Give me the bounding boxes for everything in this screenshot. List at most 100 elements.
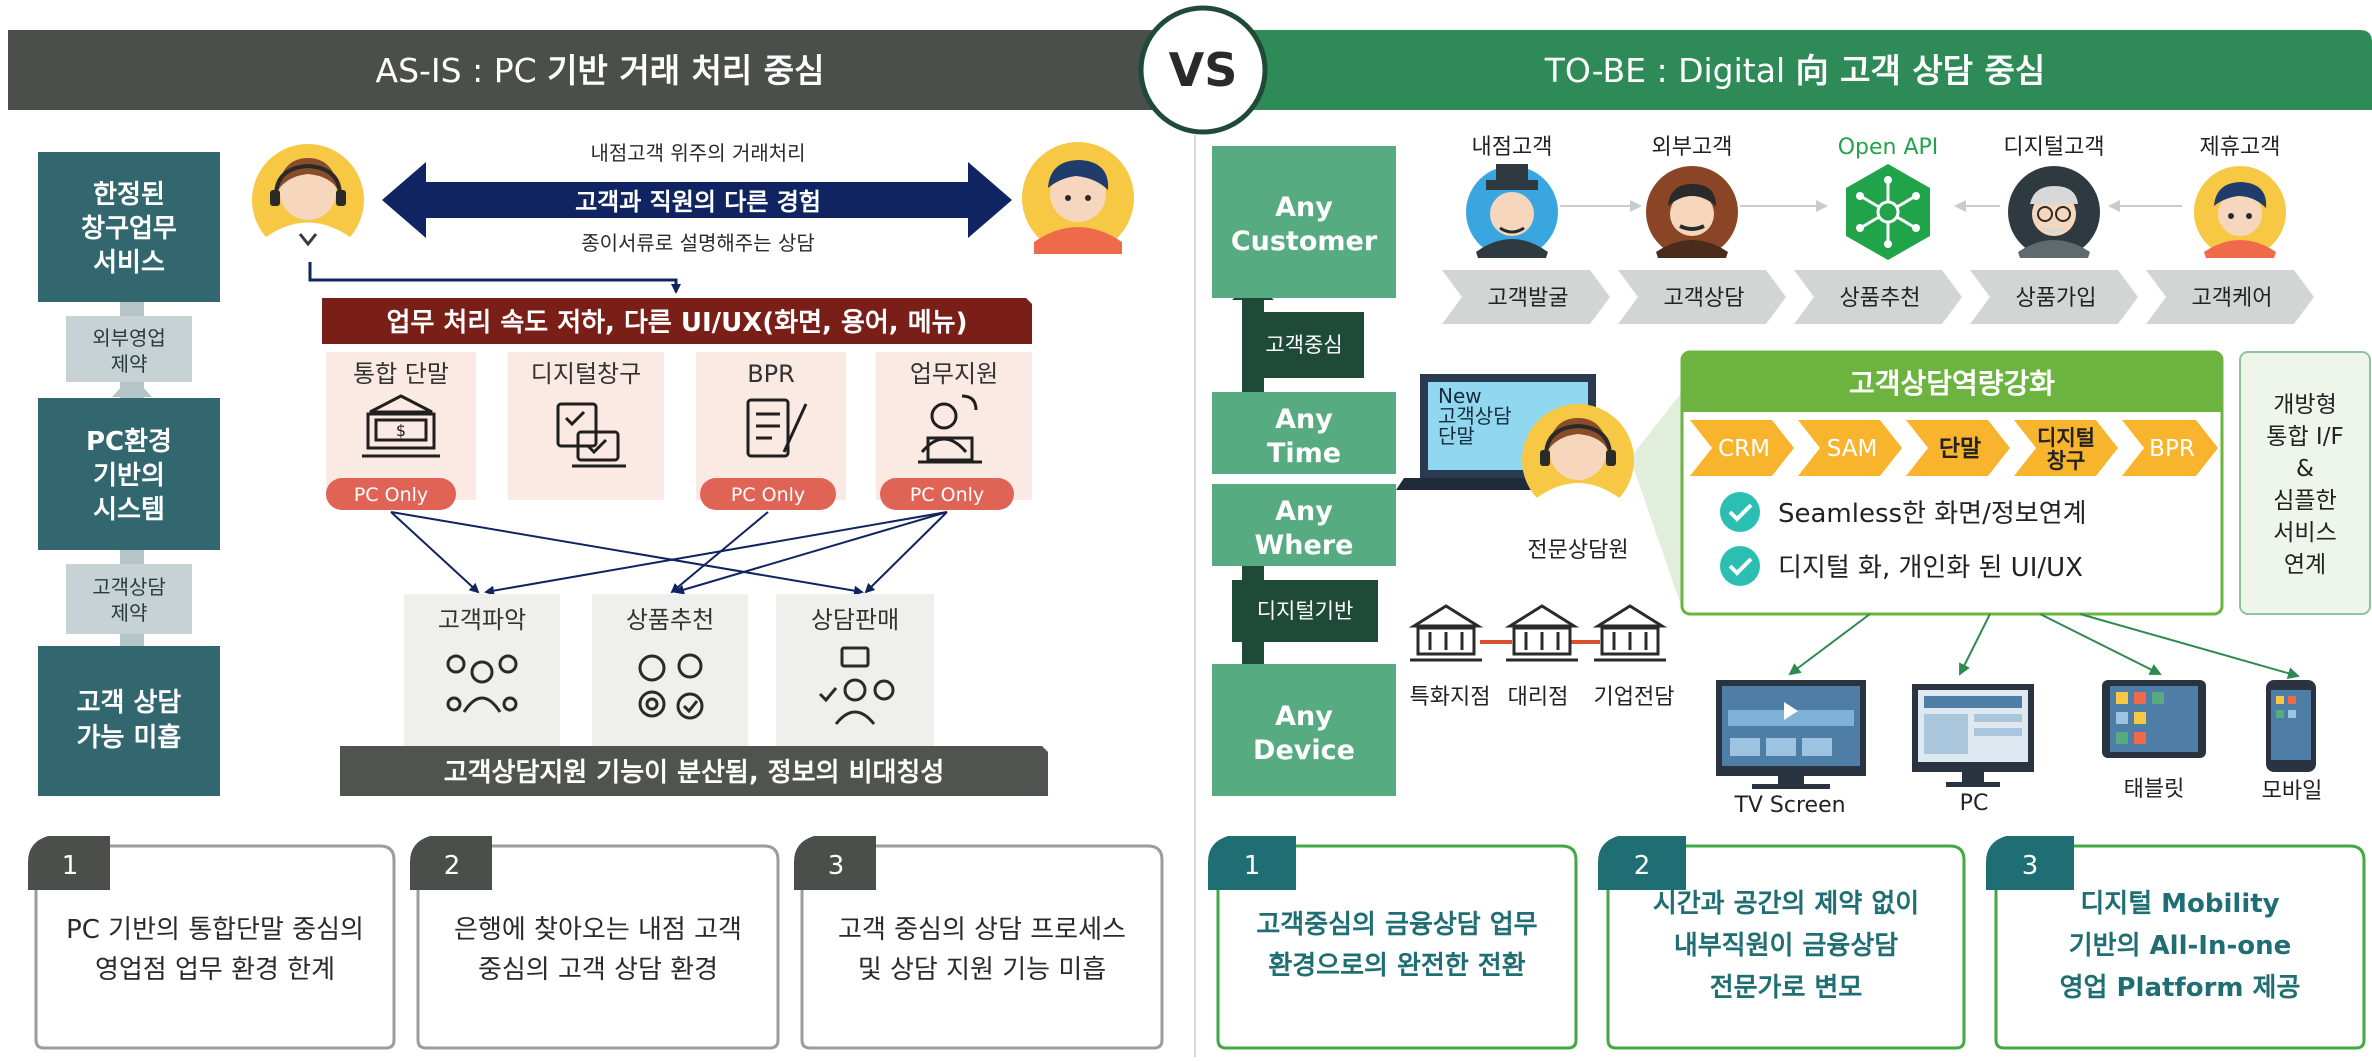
card-line: 디지털 Mobility [2080,889,2279,919]
svg-text:연계: 연계 [2284,552,2326,578]
process-chevron [1442,270,1610,324]
any-connector-label: 디지털기반 [1257,599,1354,623]
device-connect-lines [1788,613,2300,680]
customer-label: 외부고객 [1652,135,1733,160]
card-number: 2 [1634,851,1651,881]
chevron-line: 단말 [1939,436,1981,462]
open-integration-box: 개방형 통합 I/F & 심플한 서비스 연계 [2239,351,2371,615]
connector-line: 외부영업 [92,326,166,350]
asis-left-connector [66,316,192,382]
pc-only-text: PC Only [354,484,428,506]
card-number: 2 [444,851,461,881]
svg-text:AS-IS : PC 기반 거래 처리 중심: AS-IS : PC 기반 거래 처리 중심 [376,51,825,90]
chevron-line: CRM [1718,436,1770,462]
device-mobile: 모바일 [2262,680,2322,804]
left-box-line: 창구업무 [81,214,177,244]
arrow-mid-text: 고객과 직원의 다른 경험 [575,188,821,216]
support-agent-icon [918,394,982,464]
laptop-line: 단말 [1438,424,1475,448]
pc-only-text: PC Only [910,484,984,506]
asis-header-bold: 기반 거래 처리 중심 [547,51,824,90]
any-line: Device [1253,735,1355,766]
capability-callout-fan [1630,392,1682,608]
svg-text:CRM: CRM [1718,436,1770,462]
employee-to-banner-line [308,262,681,294]
open-box-line: 통합 I/F [2266,424,2343,450]
mobile-icon [2266,680,2316,772]
tobe-summary-card: 2 시간과 공간의 제약 없이 내부직원이 금융상담 전문가로 변모 [1598,836,1966,1050]
open-box-line: 개방형 [2273,392,2336,418]
capability-box: 고객상담역량강화 CRM SAM 단말 디지털 창구 BPR Seamless한… [1680,350,2224,616]
tobe-header: TO-BE : Digital 向 고객 상담 중심 [1190,30,2372,110]
card-line: 영업점 업무 환경 한계 [95,955,335,985]
connector-line: 고객상담 [92,575,166,599]
svg-text:통합 I/F: 통합 I/F [2266,424,2343,450]
pc-only-text: PC Only [731,484,805,506]
left-box-line: 고객 상담 [77,688,182,718]
card-number: 3 [2022,851,2039,881]
card-line: 고객 중심의 상담 프로세스 [838,915,1126,945]
chevron-line: BPR [2149,436,2195,462]
card-line: 시간과 공간의 제약 없이 [1653,889,1919,919]
chevron-line: 디지털 [2037,426,2095,450]
connector-line: 제약 [111,601,148,625]
svg-text:Any: Any [1275,701,1333,732]
svg-text:Any: Any [1275,496,1333,527]
asis-left-box [38,646,220,796]
function-label: 상담판매 [811,606,899,634]
process-label: 상품추천 [1840,286,1921,311]
bank-terminal-icon: $ [362,394,440,458]
svg-text:Any: Any [1275,192,1333,223]
bank-building-icon [1592,604,1668,662]
bank-building-icon [1504,604,1580,662]
card-line: 내부직원이 금융상담 [1674,931,1898,961]
card-line: 기반의 All-In-one [2069,931,2292,961]
vs-badge: VS [1138,5,1268,135]
any-connector [1232,580,1378,642]
device-tablet: 태블릿 [2102,680,2206,802]
tobe-any-column: Any Customer 고객중심 Any Time Any Where 디지털… [1212,146,1396,796]
laptop-line: New [1438,384,1482,408]
svg-text:Any: Any [1275,404,1333,435]
customer-analysis-icon [446,654,518,713]
asis-left-box [38,152,220,302]
tobe-header-bold: 向 고객 상담 중심 [1796,51,2046,90]
svg-text:창구: 창구 [2047,449,2086,473]
device-label: TV Screen [1733,793,1845,818]
asis-experience-arrow: 고객과 직원의 다른 경험 [382,162,1012,238]
branch-label: 기업전담 [1594,685,1675,710]
any-box [1212,484,1396,566]
tobe-customer: 제휴고객 [2194,135,2286,258]
svg-text:가능 미흡: 가능 미흡 [77,723,182,753]
any-line: Any [1275,192,1333,223]
process-chevron [1970,270,2138,324]
vs-label: VS [1169,43,1238,97]
customer-label: 디지털고객 [2003,135,2104,160]
pc-only-badge [326,478,456,510]
svg-text:기반의: 기반의 [93,461,165,491]
svg-text:제약: 제약 [111,601,148,625]
branch-label: 특화지점 [1410,685,1491,710]
consult-sales-icon [818,646,895,725]
svg-text:시스템: 시스템 [93,495,165,525]
device-tv: TV Screen [1716,680,1866,818]
red-banner-text: 업무 처리 속도 저하, 다른 UI/UX(화면, 용어, 메뉴) [387,308,968,338]
process-chevron [1618,270,1786,324]
process-flow: 고객발굴 고객상담 상품추천 상품가입 고객케어 [1442,270,2314,324]
left-box-line: 기반의 [93,461,165,491]
tobe-header-prefix: TO-BE : Digital [1544,51,1796,90]
asis-summary-card: 3 고객 중심의 상담 프로세스 및 상담 지원 기능 미흡 [794,836,1164,1050]
any-line: Any [1275,404,1333,435]
card-line: 환경으로의 완전한 전환 [1268,951,1525,981]
asis-red-banner: 업무 처리 속도 저하, 다른 UI/UX(화면, 용어, 메뉴) [322,298,1032,344]
card-line: PC 기반의 통합단말 중심의 [66,915,364,945]
asis-function-card: 상담판매 [776,594,934,746]
any-connector-label: 고객중심 [1265,333,1342,357]
asis-summary-card: 1 PC 기반의 통합단말 중심의 영업점 업무 환경 한계 [28,836,396,1050]
capability-chevron [2014,420,2118,476]
visitor-customer-icon [1466,164,1558,258]
process-label: 고객상담 [1664,286,1745,311]
document-pen-icon [746,398,808,458]
open-box-line: 심플한 [2273,488,2336,514]
